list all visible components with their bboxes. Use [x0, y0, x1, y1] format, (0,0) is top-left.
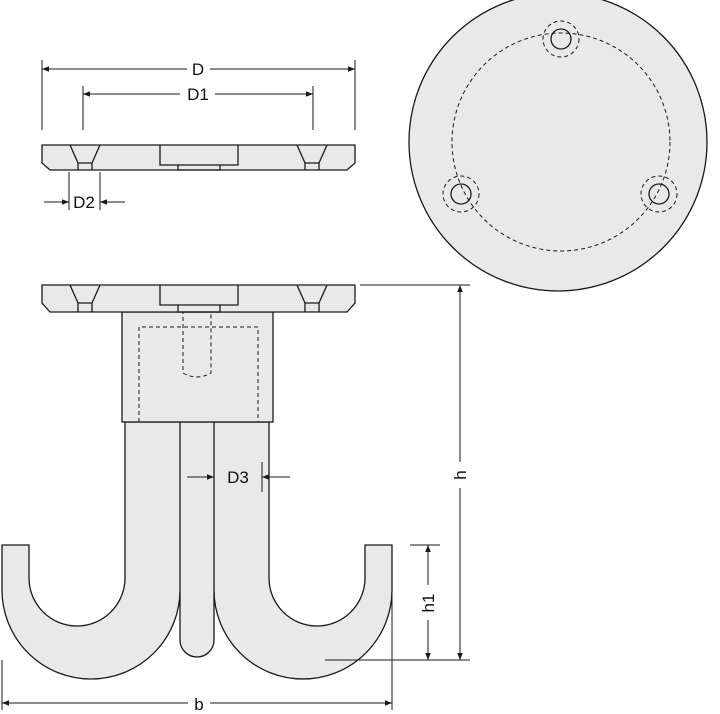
dim-D3: D3 [187, 462, 290, 492]
label-D3: D3 [227, 468, 249, 487]
dim-D1: D1 [82, 85, 314, 130]
dim-h: h [325, 284, 470, 661]
label-D: D [192, 60, 204, 79]
label-h1: h1 [419, 594, 438, 613]
base-plate-top-view [408, 0, 708, 292]
mount-center-boss [177, 305, 221, 313]
countersink-left [69, 144, 101, 170]
mount-plate [41, 284, 356, 313]
plate-outline [41, 144, 356, 171]
mount-countersink-right [296, 284, 328, 312]
center-boss [177, 165, 221, 171]
mounting-hole-left [442, 175, 480, 213]
mount-center-recess [159, 285, 239, 306]
mount-countersink-left [69, 284, 101, 312]
bolt-circle [451, 32, 671, 252]
hook-body [1, 421, 393, 680]
center-recess [159, 145, 239, 166]
label-D2: D2 [73, 193, 95, 212]
mounting-hole-top [542, 20, 580, 58]
hook-front-view [1, 284, 393, 680]
mounting-hole-right [640, 175, 678, 213]
sleeve [121, 311, 274, 423]
label-b: b [194, 695, 203, 714]
dim-D: D [41, 60, 356, 130]
screw-hidden [182, 310, 212, 378]
dim-b: b [1, 590, 393, 714]
countersink-right [296, 144, 328, 170]
dim-D2: D2 [44, 172, 125, 212]
sleeve-hidden-bore [138, 326, 259, 422]
plate-circle [408, 0, 708, 292]
label-h: h [451, 470, 470, 479]
label-D1: D1 [187, 85, 209, 104]
base-plate-side-view [41, 144, 356, 171]
dim-h1: h1 [410, 544, 440, 661]
